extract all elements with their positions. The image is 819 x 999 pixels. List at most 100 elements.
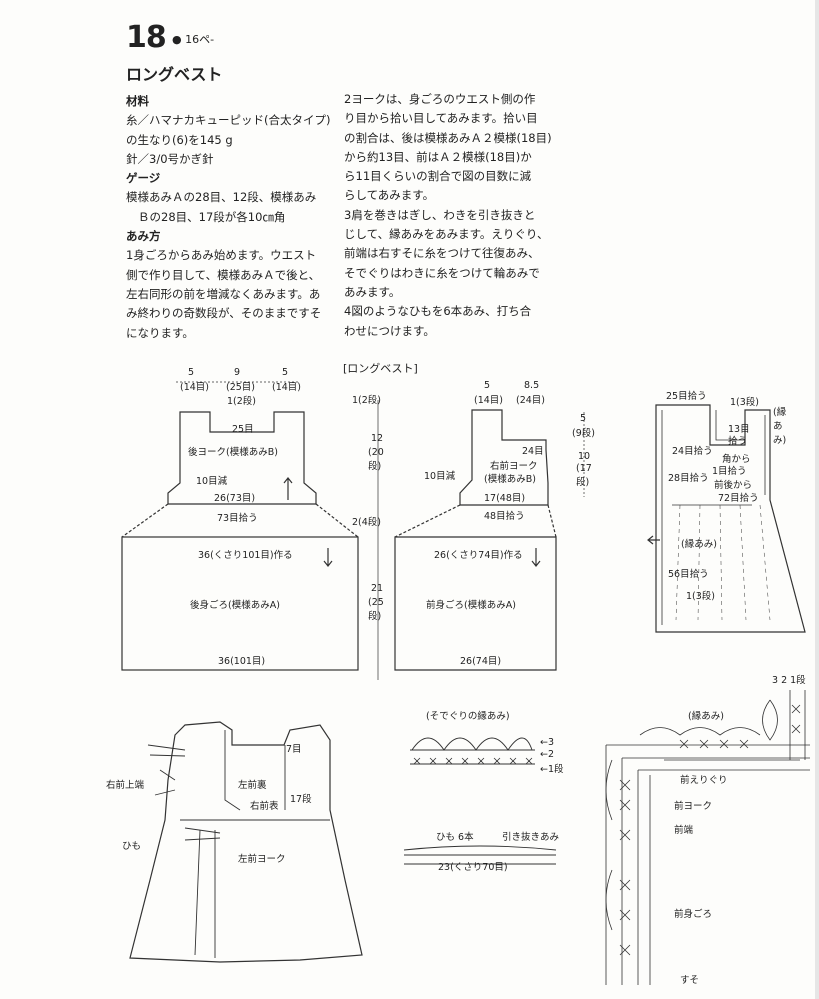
- left-text-column: 材料 糸／ハマナカキューピッド(合太タイプ) の生なり(6)を145 g 針／3…: [126, 92, 336, 343]
- step-line: 3肩を巻きはぎし、わきを引き抜きと: [344, 207, 536, 222]
- edge-label: 1目拾う: [712, 466, 747, 477]
- vest-label: 右前上端: [106, 780, 145, 791]
- vest-sketch-details: [154, 730, 330, 958]
- front-right-5: 5: [580, 413, 587, 424]
- edge-label: 前後から: [714, 480, 753, 491]
- step-line: 4図のようなひもを6本あみ、打ち合: [344, 304, 532, 319]
- cord-count: ひも 6本: [436, 832, 474, 843]
- back-neck: 25目: [232, 424, 254, 435]
- back-body-label: 後身ごろ(模様あみA): [190, 600, 280, 611]
- border-label: すそ: [680, 975, 700, 986]
- front-width-1: 5: [484, 380, 491, 391]
- border-label: 前ヨーク: [674, 801, 713, 812]
- step-line: 2ヨークは、身ごろのウエスト側の作: [344, 92, 536, 106]
- front-waist: 17(48目): [484, 493, 526, 504]
- front-right-9-rows: (9段): [572, 428, 595, 439]
- vertical-top-rows: 1(2段): [352, 395, 382, 406]
- border-chart-xs: [619, 704, 801, 956]
- edge-vest-border: [661, 410, 766, 625]
- back-hem: 36(101目): [218, 656, 266, 667]
- vest-label: 右前表: [250, 801, 279, 812]
- row-3: 3: [547, 737, 555, 748]
- materials-heading: 材料: [126, 94, 149, 108]
- vertical-25-rows: (25段): [368, 597, 384, 622]
- step-line: あみます。: [344, 284, 401, 299]
- back-top-rows: 1(2段): [227, 396, 257, 407]
- border-title: (縁あみ): [688, 711, 724, 722]
- gauge-heading: ゲージ: [126, 171, 161, 186]
- step-line: 1身ごろからあみ始めます。ウエスト: [126, 248, 317, 263]
- border-chart-scallops: [605, 690, 806, 931]
- vest-label: 7目: [286, 744, 302, 755]
- edge-label: 拾う: [728, 436, 748, 447]
- back-width-3-sts: (14目): [272, 382, 302, 393]
- edge-vest-gathers: [675, 504, 771, 621]
- edge-label: 56目拾う: [668, 569, 709, 580]
- front-pick-up: 48目拾う: [484, 511, 525, 522]
- back-yoke-pick-lines: [121, 503, 359, 538]
- border-label: 前えりぐり: [680, 775, 728, 786]
- pattern-title: ロングベスト: [126, 65, 223, 84]
- edge-arrow-left: [647, 535, 660, 545]
- page-ref-text: 16ペ-: [185, 33, 215, 46]
- sleeve-edge-row: ←3: [540, 737, 555, 748]
- edge-label: 72目拾う: [718, 493, 759, 504]
- diagram-title: [ロングベスト]: [343, 362, 418, 375]
- front-neck: 24目: [522, 446, 544, 457]
- sleeve-edge-xs: [413, 757, 533, 765]
- row-2: 2: [547, 749, 555, 760]
- front-body-outline: [394, 536, 557, 671]
- step-line: み終わりの奇数段が、そのままですそ: [126, 306, 322, 321]
- border-label: 前端: [674, 825, 694, 836]
- row-1: 1段: [547, 764, 564, 775]
- border-rows: 3 2 1段: [772, 675, 806, 686]
- gauge-line: Ｂの28目、17段が各10㎝角: [138, 209, 286, 224]
- front-body-label: 前身ごろ(模様あみA): [426, 600, 516, 611]
- front-right-17-rows: (17段): [576, 463, 592, 488]
- front-width-2-sts: (24目): [516, 395, 546, 406]
- step-line: じして、縁あみをあみます。えりぐり、: [344, 227, 549, 242]
- vertical-mid-rows: 2(4段): [352, 517, 382, 528]
- step-line: から約13目、前はＡ２模様(18目)か: [344, 149, 532, 164]
- cord-stitch: 引き抜きあみ: [502, 832, 560, 843]
- vest-label: 左前裏: [238, 780, 267, 791]
- back-width-1: 5: [188, 367, 195, 378]
- sleeve-edge-title: (そでぐりの縁あみ): [426, 711, 510, 722]
- materials-line: 針／3/0号かぎ針: [126, 151, 214, 166]
- front-arrow: [531, 548, 541, 567]
- vertical-20-rows: (20段): [368, 447, 384, 472]
- cord-length: 23(くさり70目): [438, 862, 508, 873]
- vest-ties: [147, 744, 221, 841]
- back-width-2: 9: [234, 367, 241, 378]
- step-line: り目から拾い目してあみます。拾い目: [344, 111, 538, 126]
- front-width-2: 8.5: [524, 380, 540, 391]
- back-yoke-label: 後ヨーク(模様あみB): [188, 447, 278, 458]
- sleeve-edge-chart: [410, 737, 535, 765]
- step-line: らしてあみます。: [344, 188, 435, 203]
- step-line: になります。: [126, 325, 194, 340]
- front-decrease: 10目減: [424, 471, 456, 482]
- front-right-10: 10: [578, 451, 591, 462]
- materials-line: 糸／ハマナカキューピッド(合太タイプ): [126, 113, 331, 128]
- right-text-column: 2ヨークは、身ごろのウエスト側の作 り目から拾い目してあみます。拾い目 の割合は…: [344, 90, 556, 341]
- border-label: 前身ごろ: [674, 909, 713, 920]
- front-cast-on: 26(くさり74目)作る: [434, 550, 523, 561]
- back-width-1-sts: (14目): [180, 382, 210, 393]
- sleeve-edge-row: ←1段: [540, 764, 564, 775]
- edge-label: 角から: [722, 454, 751, 465]
- vertical-21: 21: [371, 583, 384, 594]
- step-line: の割合は、後は模様あみＡ２模様(18目): [344, 130, 552, 145]
- back-body-outline: [121, 536, 359, 671]
- back-arrows: [283, 477, 333, 567]
- front-yoke-label: 右前ヨーク: [490, 461, 538, 472]
- back-waist: 26(73目): [214, 493, 256, 504]
- cord-chart: [403, 845, 557, 865]
- step-line: そでぐりはわきに糸をつけて輪あみで: [344, 265, 540, 280]
- step-line: ら11目くらいの割合で図の目数に減: [344, 169, 532, 184]
- vest-label: 左前ヨーク: [238, 854, 286, 865]
- front-hem: 26(74目): [460, 656, 502, 667]
- vest-sketch-outline: [129, 721, 363, 963]
- gauge-line: 模様あみＡの28目、12段、模様あみ: [126, 190, 317, 205]
- step-line: わせにつけます。: [344, 323, 435, 338]
